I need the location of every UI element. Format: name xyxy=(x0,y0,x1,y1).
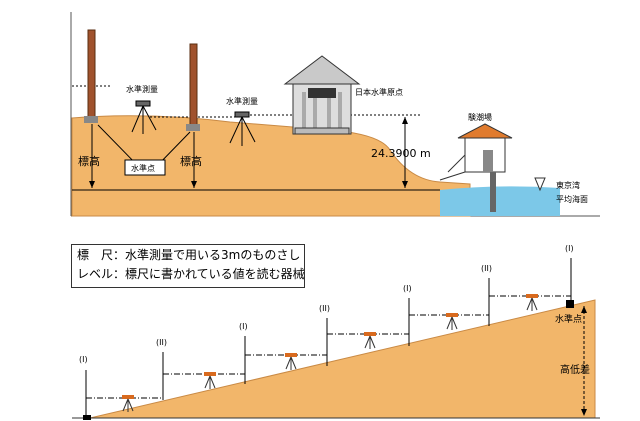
sailboat-icon xyxy=(534,177,546,192)
definitions-box: 標 尺：水準測量で用いる3mのものさし レベル：標尺に書かれている値を読む器械 xyxy=(71,244,305,288)
arrow-head-icon xyxy=(402,181,408,188)
label-tide-station: 験潮場 xyxy=(468,112,492,122)
label-level-right: 水準測量 xyxy=(226,96,258,106)
staff-mark: (II) xyxy=(156,338,167,347)
label-sea-1: 東京湾 xyxy=(556,180,580,190)
staff-right xyxy=(189,43,198,127)
origin-building xyxy=(283,55,361,135)
arrow-head-icon xyxy=(581,306,587,313)
slope-ground xyxy=(89,299,596,419)
label-level-left: 水準測量 xyxy=(126,84,158,94)
tripod-icon xyxy=(526,294,538,311)
label-height-value: 24.3900 m xyxy=(371,147,431,160)
staff-mark: (I) xyxy=(565,244,574,253)
arrow-head-icon xyxy=(402,117,408,124)
tripod-icon xyxy=(285,353,297,370)
bottom-figure: (I) (II) (I) (II) (I) (II) (I) 水準点 高低差 xyxy=(72,244,600,420)
sea xyxy=(440,186,560,216)
arrow-head-icon xyxy=(581,409,587,416)
tripod-icon xyxy=(204,372,216,389)
label-height-left: 標高 xyxy=(78,154,100,168)
level-instrument-right xyxy=(229,111,256,146)
staff-left xyxy=(87,29,96,119)
staff-right-base xyxy=(186,124,200,131)
definition-staff: 標 尺：水準測量で用いる3mのものさし xyxy=(77,248,301,262)
label-sea-2: 平均海面 xyxy=(556,194,588,204)
tripods xyxy=(122,294,538,412)
label-height-difference: 高低差 xyxy=(560,363,590,376)
staff-mark: (I) xyxy=(403,284,412,293)
tripod-icon xyxy=(122,395,134,412)
arrow-head-icon xyxy=(191,181,197,188)
tide-station xyxy=(439,123,513,212)
tripod-icon xyxy=(364,332,376,349)
staff-mark: (I) xyxy=(239,322,248,331)
label-bottom-benchmark: 水準点 xyxy=(555,313,582,325)
level-instrument-left xyxy=(131,100,157,134)
label-benchmark: 水準点 xyxy=(131,163,155,173)
staff-left-base xyxy=(84,116,98,123)
tripod-icon xyxy=(446,313,458,330)
benchmark-label-box xyxy=(124,159,166,176)
staff-mark: (II) xyxy=(481,264,492,273)
start-marker xyxy=(83,415,91,420)
end-benchmark-marker xyxy=(566,300,574,308)
top-figure: 水準測量 水準測量 水準点 標高 標高 日本水準原点 24.3900 m 験潮場… xyxy=(70,12,600,217)
label-origin: 日本水準原点 xyxy=(355,87,403,97)
label-height-right: 標高 xyxy=(180,154,202,168)
staff-mark: (II) xyxy=(319,304,330,313)
arrow-head-icon xyxy=(89,181,95,188)
staff-mark: (I) xyxy=(79,355,88,364)
definition-level: レベル：標尺に書かれている値を読む器械 xyxy=(77,267,305,281)
